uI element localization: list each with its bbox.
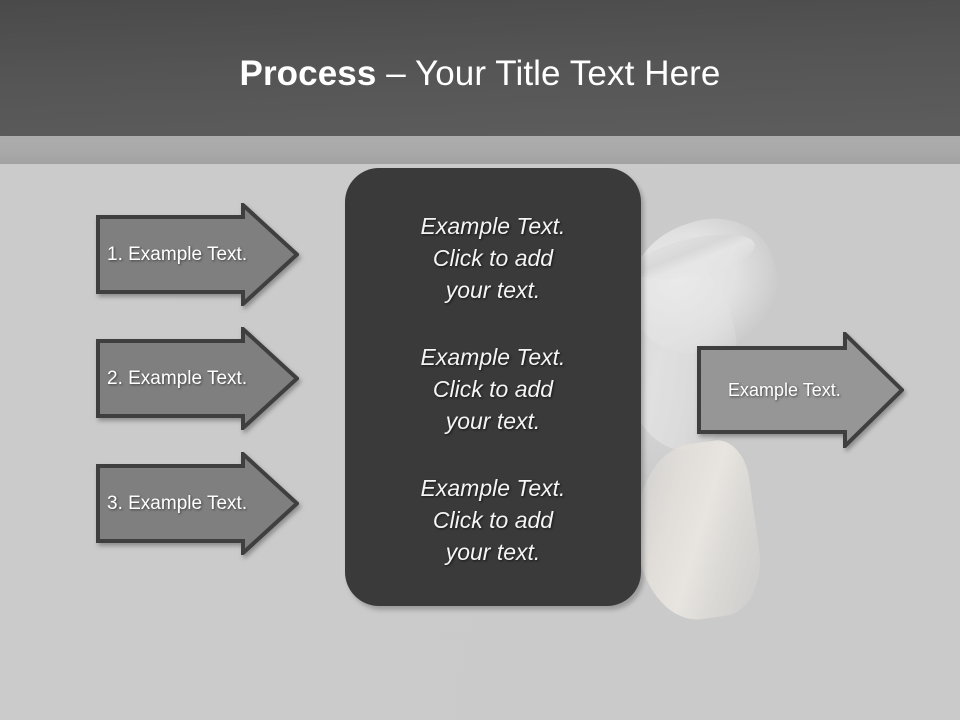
header-accent-band [0,136,960,164]
input-arrow-1[interactable]: 1. Example Text. [96,203,299,306]
page-title: Process – Your Title Text Here [0,52,960,96]
right-arrow-icon [96,452,299,555]
page-title-remainder: – Your Title Text Here [376,54,721,93]
process-panel-block-1: Example Text. Click to add your text. [420,213,566,303]
right-arrow-icon [96,327,299,430]
output-arrow-label: Example Text. [728,380,841,400]
input-arrow-3-label: 3. Example Text. [107,492,248,514]
input-arrow-3[interactable]: 3. Example Text. [96,452,299,555]
output-arrow[interactable]: Example Text. [697,332,904,448]
header-band [0,0,960,136]
right-arrow-icon [697,332,904,448]
right-arrow-icon [96,203,299,306]
process-panel[interactable]: Example Text. Click to add your text. Ex… [345,168,641,606]
page-title-emphasis: Process [239,54,377,93]
process-panel-block-3: Example Text. Click to add your text. [420,475,566,565]
input-arrow-1-label: 1. Example Text. [107,243,248,265]
input-arrow-2-label: 2. Example Text. [107,367,248,389]
input-arrow-2[interactable]: 2. Example Text. [96,327,299,430]
process-panel-block-2: Example Text. Click to add your text. [420,344,566,434]
